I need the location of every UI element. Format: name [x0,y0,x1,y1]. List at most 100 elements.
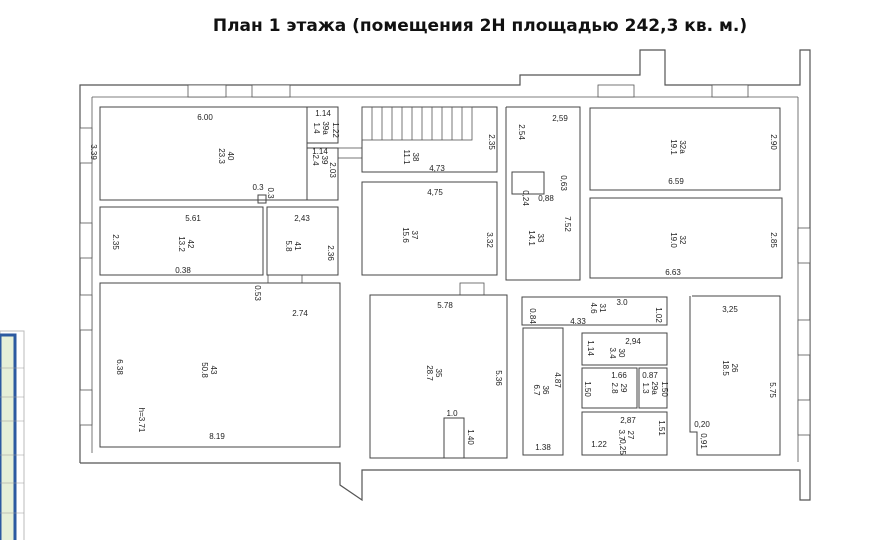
dimension-label: 3.32 [485,232,494,248]
dimension-label: 4.87 [553,372,562,388]
dimension-label: 4,75 [427,188,443,197]
svg-text:30: 30 [617,349,626,358]
dimension-label: 1.66 [611,371,627,380]
svg-text:27: 27 [626,431,635,440]
svg-text:28.7: 28.7 [425,365,434,381]
dimension-label: 5.75 [768,382,777,398]
svg-text:3.4: 3.4 [608,347,617,359]
dimension-label: 5.61 [185,214,201,223]
rooms-outline [99,106,783,459]
svg-text:18.5: 18.5 [721,360,730,376]
outer-wall [79,49,811,502]
svg-text:2.4: 2.4 [311,154,320,166]
dimension-label: 1.0 [446,409,458,418]
dimension-label: 0.3 [266,187,275,199]
svg-text:38: 38 [411,153,420,162]
dimension-label: 6.63 [665,268,681,277]
dimension-label: 0,20 [694,420,710,429]
svg-text:41: 41 [293,242,302,251]
svg-text:32a: 32a [678,140,687,154]
svg-text:1.4: 1.4 [312,122,321,134]
svg-text:32: 32 [678,236,687,245]
dimension-label: 0,25 [618,439,627,455]
dimension-label: 2.03 [328,162,337,178]
dimension-label: 2.35 [111,234,120,250]
svg-text:43: 43 [209,366,218,375]
svg-text:14.1: 14.1 [527,230,536,246]
dimension-label: 5.78 [437,301,453,310]
dimension-label: 1.50 [583,381,592,397]
dimension-label: 0,63 [559,175,568,191]
svg-text:37: 37 [410,231,419,240]
svg-text:29a: 29a [650,381,659,395]
dimension-label: 5.36 [494,370,503,386]
dimension-label: 0.3 [252,183,264,192]
svg-text:3.7: 3.7 [617,429,626,441]
svg-text:40: 40 [226,152,235,161]
svg-text:6.7: 6.7 [532,384,541,396]
dimension-label: 1.02 [654,307,663,323]
svg-text:36: 36 [541,386,550,395]
room-label-36: 366.7 [532,384,550,396]
dimension-label: 2.35 [487,134,496,150]
dimension-label: 4,73 [429,164,445,173]
svg-text:35: 35 [434,369,443,378]
svg-text:29: 29 [619,384,628,393]
dimension-label: 2.90 [769,134,778,150]
svg-text:42: 42 [186,240,195,249]
dimension-label: 1.22 [591,440,607,449]
dimension-label: 0,24 [521,190,530,206]
svg-text:4.6: 4.6 [589,302,598,314]
dimension-label: 6.59 [668,177,684,186]
room-label-39: 392.4 [311,154,329,166]
dimension-label: 8.19 [209,432,225,441]
stairs [361,106,473,141]
dimension-label: 1,14 [586,340,595,356]
dimension-label: 1.51 [657,420,666,436]
dimension-label: 1.22 [331,122,340,138]
room-label-29: 292.8 [610,382,628,394]
dimension-label: 0.38 [175,266,191,275]
dimension-label: 0,91 [699,433,708,449]
svg-text:33: 33 [536,234,545,243]
side-panel [0,330,25,540]
svg-text:1.3: 1.3 [641,382,650,394]
room-label-41: 415.8 [284,240,302,252]
svg-text:50.8: 50.8 [200,362,209,378]
plan-title: План 1 этажа (помещения 2Н площадью 242,… [212,16,748,36]
svg-text:2.8: 2.8 [610,382,619,394]
svg-text:31: 31 [598,304,607,313]
svg-text:11.1: 11.1 [402,150,411,166]
dimension-label: 6.38 [115,359,124,375]
room-label-27: 273.7 [617,429,635,441]
room-label-30: 303.4 [608,347,626,359]
svg-text:5.8: 5.8 [284,240,293,252]
dimension-label: 0.53 [253,285,262,301]
svg-text:19.0: 19.0 [669,232,678,248]
dimension-label: 2,59 [552,114,568,123]
dimension-label: 2,94 [625,337,641,346]
dimension-label: 3.0 [616,298,628,307]
svg-text:39: 39 [320,156,329,165]
dimension-label: 2,43 [294,214,310,223]
dimension-label: 2.85 [769,232,778,248]
dimension-label: 0.87 [642,371,658,380]
dimension-label: 2.74 [292,309,308,318]
dimension-label: 1.14 [315,109,331,118]
dimension-label: 3.39 [89,144,98,160]
dimension-label: 4.33 [570,317,586,326]
dimension-label: h=3.71 [137,408,146,433]
svg-text:26: 26 [730,364,739,373]
